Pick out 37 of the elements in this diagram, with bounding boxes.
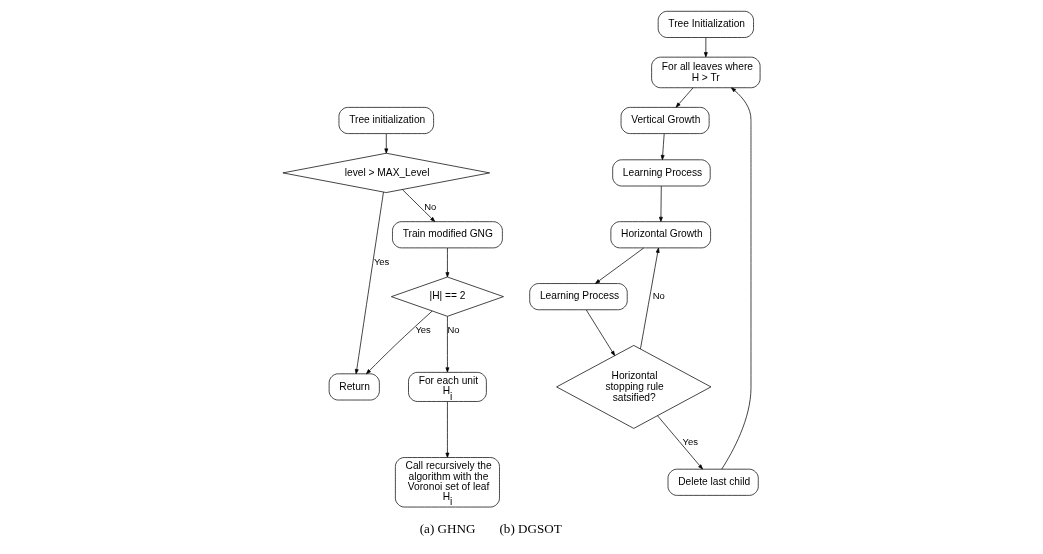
- edge-label: No: [424, 200, 437, 212]
- node-box: Learning Process: [612, 159, 711, 187]
- edge-label: Yes: [682, 436, 698, 448]
- arrow: [354, 191, 384, 375]
- arrow: [445, 316, 450, 373]
- arrow: [585, 309, 616, 356]
- arrow: [721, 87, 752, 470]
- arrow: [659, 185, 663, 222]
- arrow: [366, 310, 433, 375]
- edge-label: Yes: [373, 255, 390, 267]
- edge-label: No: [652, 290, 665, 302]
- arrow: [640, 247, 660, 350]
- arrow: [384, 133, 389, 154]
- arrow: [660, 133, 665, 161]
- arrow: [675, 87, 694, 108]
- node-box: Horizontal Growth: [610, 221, 711, 249]
- node-box: Learning Process: [529, 283, 628, 311]
- node-diamond: |H| == 2: [391, 276, 504, 317]
- node-box: Vertical Growth: [620, 107, 710, 134]
- arrow: [657, 415, 703, 470]
- arrow: [595, 247, 645, 284]
- node-box: Train modified GNG: [392, 221, 503, 249]
- node-box: Delete last child: [667, 468, 759, 496]
- edge-label: Yes: [415, 324, 431, 336]
- node-box: Tree Initialization: [657, 10, 754, 38]
- arrow: [445, 247, 450, 278]
- label: (a) GHNG: [419, 520, 476, 536]
- node-box: For all leaves where H > Tr: [651, 56, 761, 89]
- node-diamond: level > MAX_Level: [282, 152, 490, 193]
- label: (b) DGSOT: [499, 520, 562, 536]
- arrow: [703, 37, 708, 58]
- arrow: [402, 189, 436, 222]
- node-box: Return: [328, 373, 380, 401]
- edge-label: No: [447, 324, 460, 336]
- arrow: [445, 401, 450, 458]
- node-diamond: Horizontal stopping rule satsified?: [556, 345, 712, 429]
- node-box: Tree initialization: [338, 107, 434, 134]
